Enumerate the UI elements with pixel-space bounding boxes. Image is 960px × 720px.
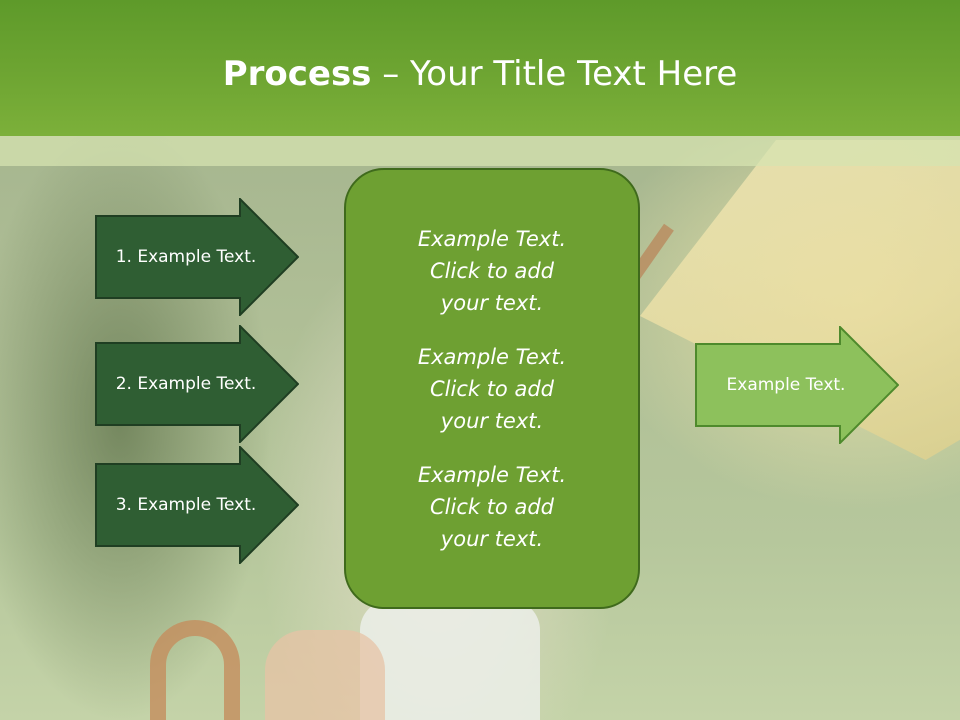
block-line: your text. <box>440 526 544 551</box>
title-bar <box>0 0 960 136</box>
output-arrow[interactable]: Example Text. <box>695 326 899 444</box>
background-hand <box>265 630 385 720</box>
block-line: your text. <box>440 290 544 315</box>
title-rest-text: – Your Title Text Here <box>371 54 738 94</box>
block-line: your text. <box>440 408 544 433</box>
background-shirt <box>360 600 540 720</box>
slide-title[interactable]: Process – Your Title Text Here <box>0 52 960 96</box>
background-umbrella-handle <box>150 620 240 720</box>
center-text-block-1: Example Text. Click to add your text. <box>418 223 566 319</box>
block-line: Click to add <box>429 494 554 519</box>
arrow-shape-icon <box>95 325 299 443</box>
step-arrow-2[interactable]: 2. Example Text. <box>95 325 299 443</box>
step-arrow-3[interactable]: 3. Example Text. <box>95 446 299 564</box>
arrow-shape-icon <box>95 198 299 316</box>
title-bold-text: Process <box>222 54 372 94</box>
step-arrow-label: 1. Example Text. <box>115 247 257 267</box>
center-text-block-3: Example Text. Click to add your text. <box>418 459 566 555</box>
step-arrow-1[interactable]: 1. Example Text. <box>95 198 299 316</box>
block-line: Example Text. <box>417 226 567 251</box>
block-line: Click to add <box>429 376 554 401</box>
title-bar-accent-strip <box>0 136 960 166</box>
center-text-box[interactable]: Example Text. Click to add your text. Ex… <box>344 168 640 609</box>
output-arrow-label: Example Text. <box>726 375 846 395</box>
block-line: Example Text. <box>417 462 567 487</box>
step-arrow-label: 2. Example Text. <box>115 374 257 394</box>
arrow-shape-icon <box>695 326 899 444</box>
step-arrow-label: 3. Example Text. <box>115 495 257 515</box>
center-text-block-2: Example Text. Click to add your text. <box>418 341 566 437</box>
block-line: Example Text. <box>417 344 567 369</box>
block-line: Click to add <box>429 258 554 283</box>
arrow-shape-icon <box>95 446 299 564</box>
